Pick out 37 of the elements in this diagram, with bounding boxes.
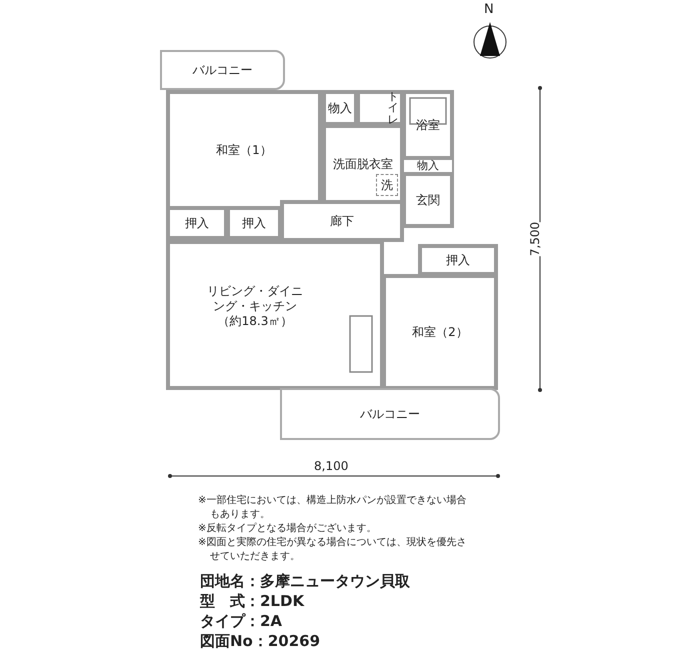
dimension-label: 7,500	[528, 222, 542, 256]
room-area	[280, 200, 404, 242]
note-text: ※反転タイプとなる場合がございます。	[198, 522, 378, 536]
room-name: 押入	[242, 216, 266, 230]
room-name: 押入	[185, 216, 209, 230]
dimension-label: 8,100	[312, 459, 350, 473]
room-name: 和室（1）	[216, 142, 272, 158]
room-name: 洗	[381, 178, 393, 192]
room-name: 物入	[328, 100, 352, 116]
room-name: 廊下	[330, 214, 354, 228]
room-name: バルコニー	[192, 62, 252, 78]
room-name: （約18.3㎡）	[216, 314, 294, 329]
room-name: 浴室	[416, 118, 440, 132]
room-name: 物入	[417, 159, 439, 173]
room-area	[382, 274, 498, 390]
room-area	[402, 172, 454, 228]
room-area	[356, 90, 404, 126]
info-text: 団地名：多摩ニュータウン貝取	[200, 572, 410, 591]
room-name: 洗面脱衣室	[333, 156, 393, 172]
info-text: 図面No：20269	[200, 632, 320, 650]
room-name: 押入	[446, 252, 470, 268]
note-text: ※一部住宅においては、構造上防水パンが設置できない場合もあります。	[198, 494, 468, 522]
room-area	[166, 240, 384, 390]
compass-label: N	[484, 2, 494, 17]
room-name: 和室（2）	[412, 324, 468, 340]
room-area	[418, 244, 498, 276]
room-name: トイレ	[388, 90, 398, 126]
room-name: バルコニー	[360, 406, 420, 422]
note-text: ※図面と実際の住宅が異なる場合については、現状を優先させていただきます。	[198, 536, 468, 564]
balcony-area	[160, 50, 285, 90]
balcony-area	[280, 388, 500, 440]
room-area	[402, 90, 454, 160]
info-text: 型 式：2LDK	[200, 592, 304, 611]
info-text: タイプ：2A	[200, 612, 282, 631]
washer-space	[376, 174, 398, 196]
room-name: 玄関	[416, 192, 440, 208]
room-name: リビング・ダイニング・キッチン	[207, 284, 303, 314]
